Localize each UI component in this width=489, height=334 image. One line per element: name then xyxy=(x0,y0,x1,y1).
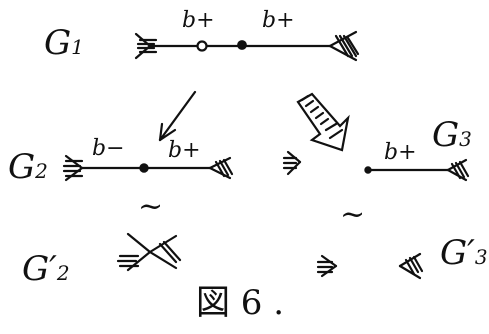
arrow-g1-to-g2 xyxy=(158,90,197,142)
g2prime-title: G′2 xyxy=(22,249,70,289)
g2-right-edge-label: b+ xyxy=(168,138,201,163)
g3-edge-label: b+ xyxy=(384,140,417,165)
g2prime-symbol xyxy=(116,232,182,272)
g1-left-edge-label: b+ xyxy=(182,8,215,33)
center-hatch-symbol xyxy=(282,150,302,176)
g3-graph xyxy=(364,158,470,182)
g3-title: G3 xyxy=(432,115,472,155)
g3-right-hatch xyxy=(446,158,470,182)
g1-vertex xyxy=(237,40,247,50)
g2-vertex xyxy=(139,163,149,173)
g1-hollow-marker xyxy=(196,40,208,52)
g3prime-right-symbol xyxy=(398,252,424,280)
g3-equivalence-mark: ~ xyxy=(340,197,366,232)
g1-right-hatch xyxy=(328,30,360,62)
g2-left-hatch xyxy=(62,154,84,182)
g2-graph xyxy=(62,154,234,182)
g2-right-hatch xyxy=(208,156,234,180)
g2-equivalence-mark: ~ xyxy=(138,189,164,224)
g2-left-edge-label: b− xyxy=(92,136,125,161)
g3-endpoint xyxy=(364,166,372,174)
g3prime-middle-symbol xyxy=(316,254,338,278)
g3prime-title: G′3 xyxy=(440,233,488,273)
g1-title: G1 xyxy=(44,23,84,63)
g2-title: G2 xyxy=(8,147,48,187)
g1-left-hatch xyxy=(134,32,158,60)
arrow-g1-to-g3 xyxy=(296,92,350,152)
figure-caption: 図 6 . xyxy=(196,283,285,323)
g1-graph xyxy=(134,30,360,62)
g1-right-edge-label: b+ xyxy=(262,8,295,33)
